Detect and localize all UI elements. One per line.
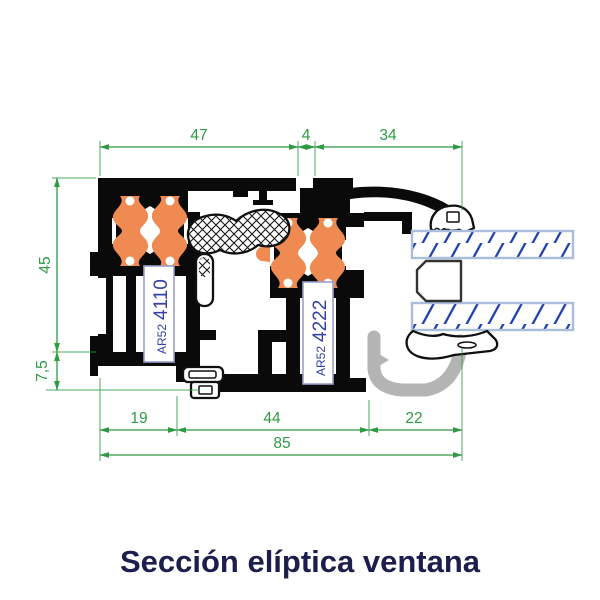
profile-label-4222: AR52 4222 [302,281,334,385]
center-gasket [186,208,291,308]
dim-4-label: 4 [302,127,311,144]
thermal-flap [256,240,270,262]
dim-19-label: 19 [130,410,147,427]
glazing-spacer [415,259,463,303]
profile-series-label: AR52 [314,346,328,376]
dim-85-label: 85 [273,435,290,452]
elliptical-crown [332,186,459,221]
glass-pane-top [410,229,575,260]
glass-pane-bottom [410,301,575,332]
bottom-seal-clip [181,365,225,400]
glazing-gasket-bottom [405,329,499,360]
frame-profile [90,178,296,382]
thermal-break-left [112,191,188,266]
profile-series-label: AR52 [155,324,169,354]
dim-22-label: 22 [405,410,422,427]
profile-code-label: 4222 [310,300,331,342]
profile-label-4110: AR52 4110 [143,265,175,363]
dim-45-label: 45 [37,256,54,273]
glazing-unit [405,204,575,360]
elliptical-trim [367,330,467,397]
dimensions: 47 4 34 45 7,5 19 44 22 85 [34,127,463,461]
dim-34-label: 34 [379,127,397,144]
drawing-title: Sección elíptica ventana [120,544,481,579]
dim-44-label: 44 [263,410,281,427]
profile-code-label: 4110 [151,279,172,320]
dim-7-5-label: 7,5 [34,360,51,382]
dim-47-label: 47 [190,127,207,144]
